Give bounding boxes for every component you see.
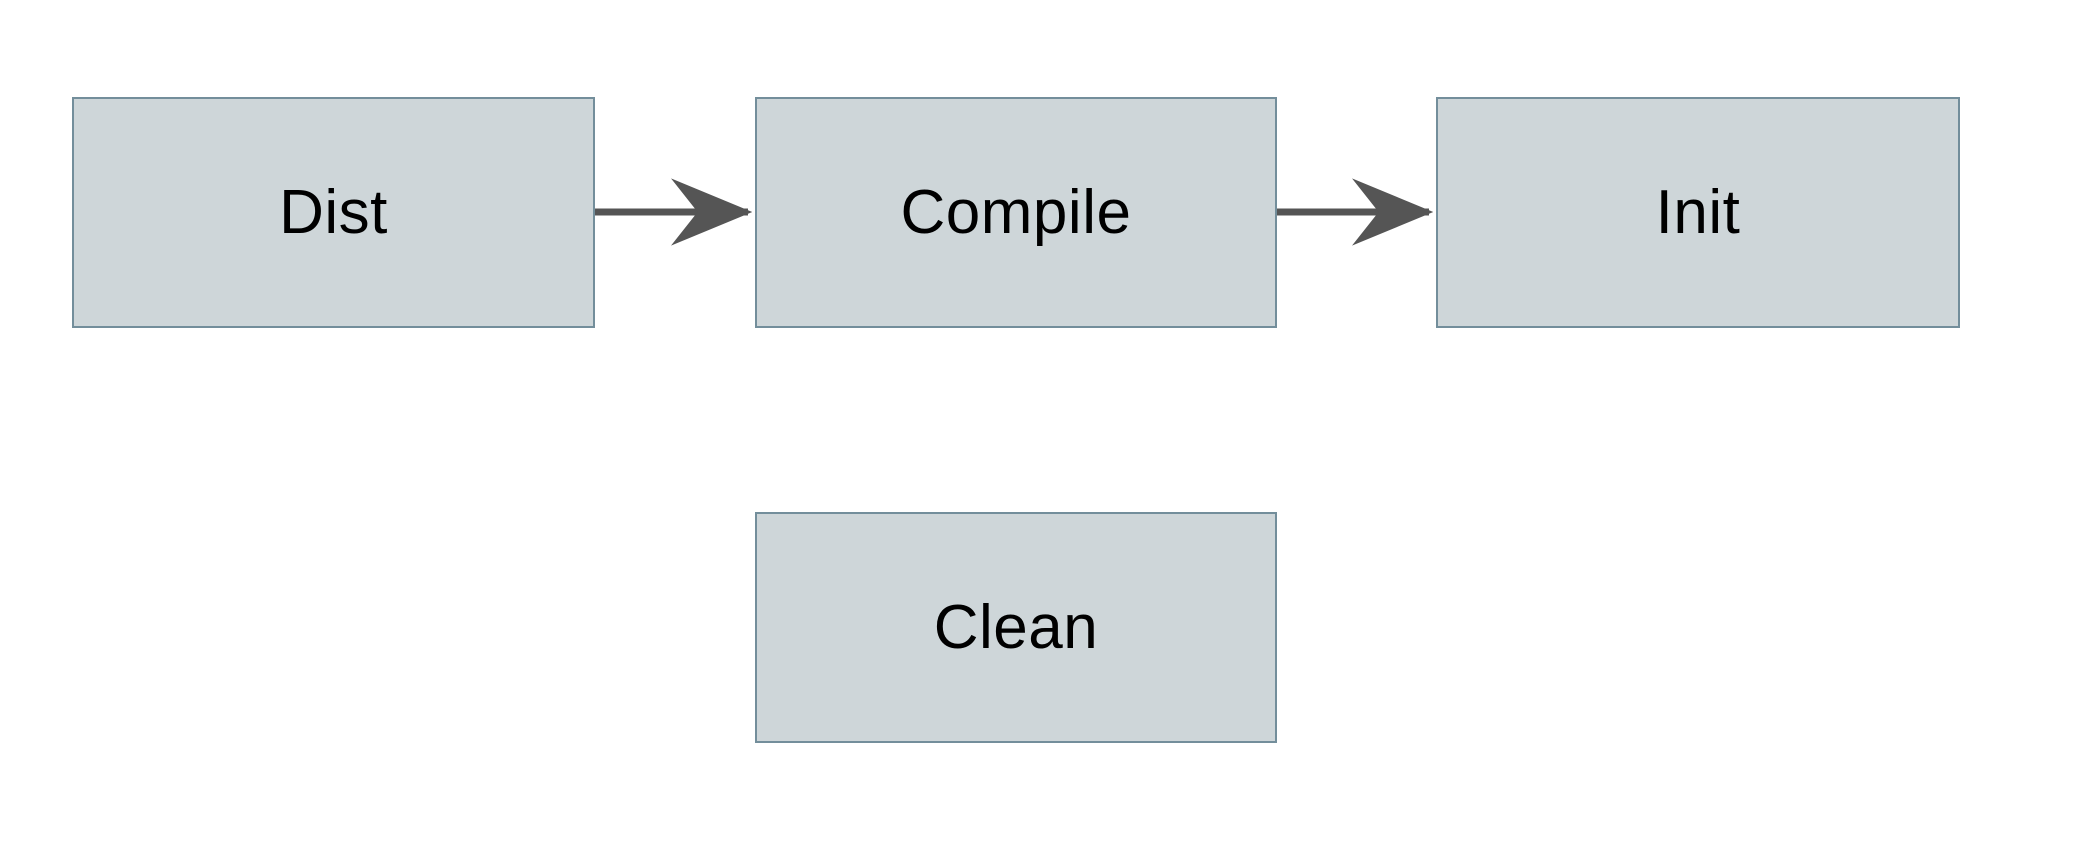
node-compile-label: Compile [900, 177, 1132, 247]
node-compile[interactable]: Compile [755, 97, 1277, 328]
node-clean[interactable]: Clean [755, 512, 1277, 743]
node-clean-label: Clean [933, 592, 1099, 662]
node-dist-label: Dist [279, 177, 388, 247]
node-init-label: Init [1655, 177, 1741, 247]
node-dist[interactable]: Dist [72, 97, 595, 328]
node-init[interactable]: Init [1436, 97, 1960, 328]
